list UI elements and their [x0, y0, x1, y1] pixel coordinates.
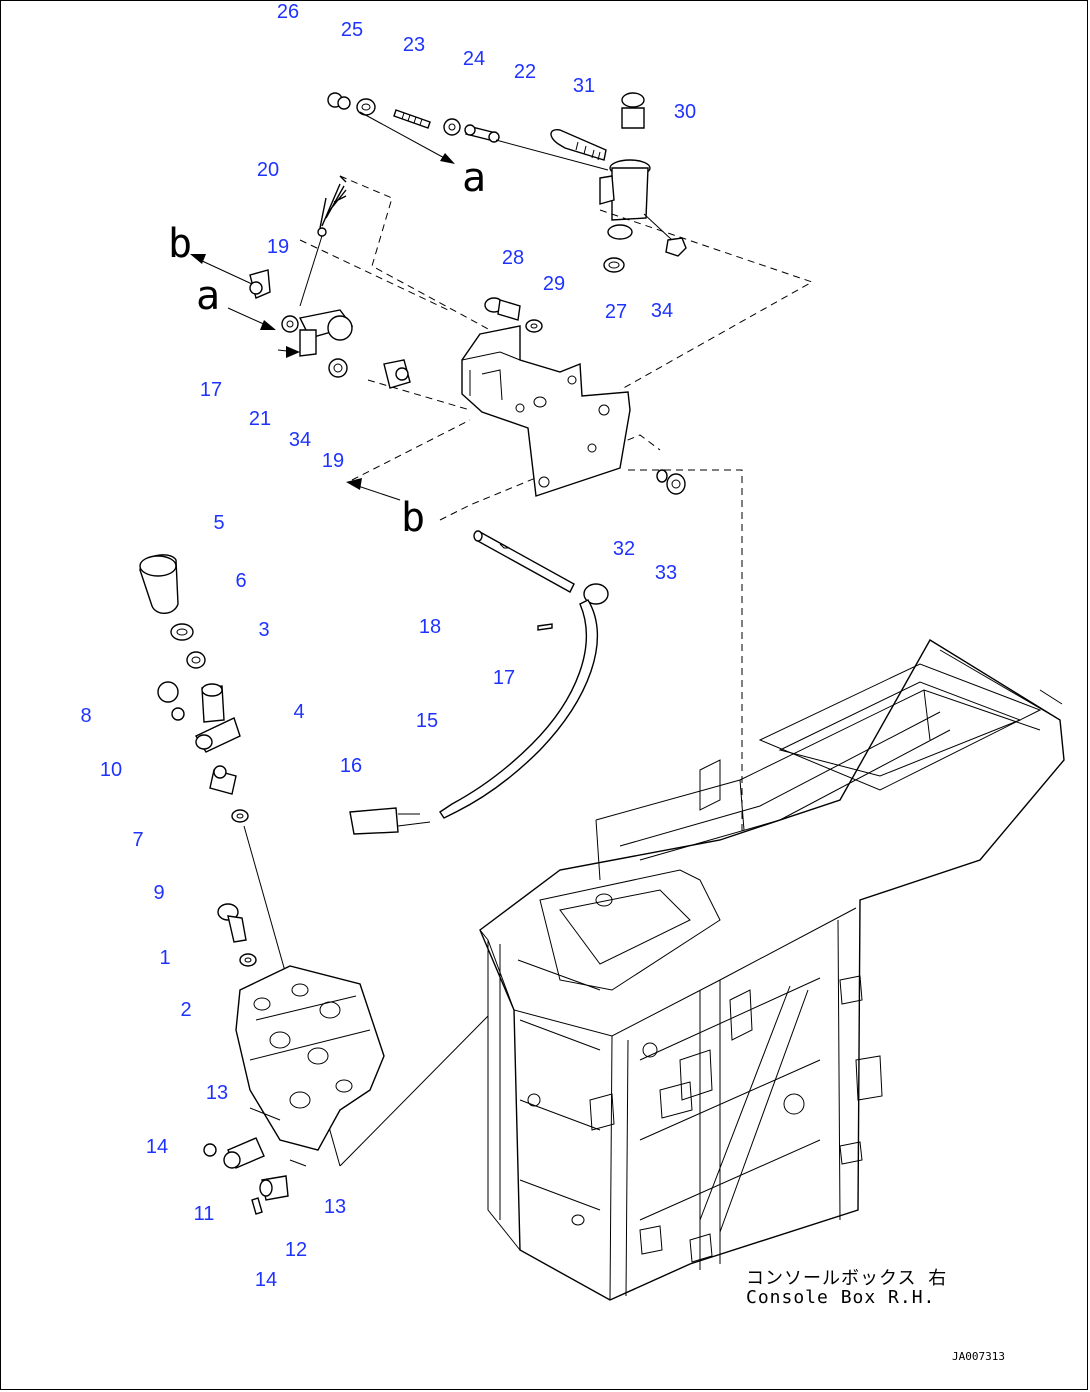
part-23-stud [393, 109, 431, 129]
ref-b-bottom: b [400, 495, 426, 541]
part-26-nut [327, 92, 351, 110]
callout-29: 29 [542, 273, 566, 295]
part-1-bolt [217, 903, 247, 943]
caption-en: Console Box R.H. [746, 1287, 936, 1308]
callout-6: 6 [235, 570, 247, 592]
callout-24: 24 [462, 48, 486, 70]
part-11-sensor [223, 1137, 265, 1169]
callout-34-left: 34 [288, 429, 312, 451]
part-19-clip-upper [249, 269, 271, 299]
part-7-bolt [209, 765, 237, 795]
part-8-cap [157, 681, 179, 703]
callout-14-upper: 14 [145, 1136, 169, 1158]
callout-17-lower: 17 [492, 667, 516, 689]
callout-9: 9 [153, 882, 165, 904]
part-18-shaft [473, 530, 575, 593]
callout-19-lower: 19 [321, 450, 345, 472]
part-2-washer [239, 953, 257, 967]
callout-23: 23 [402, 34, 426, 56]
callout-1: 1 [159, 947, 171, 969]
callout-14-lower: 14 [254, 1269, 278, 1291]
part-14-plug-lower [251, 1197, 263, 1215]
callout-2: 2 [180, 999, 192, 1021]
callout-20: 20 [256, 159, 280, 181]
callout-27: 27 [604, 301, 628, 323]
part-5-grip [139, 554, 179, 614]
callout-21: 21 [248, 408, 272, 430]
ref-b-top: b [167, 221, 193, 267]
part-29-washer [525, 319, 543, 333]
drawing-code: JA007313 [952, 1350, 1005, 1363]
callout-13-upper: 13 [205, 1082, 229, 1104]
callout-19-upper: 19 [266, 236, 290, 258]
part-34-nut-upper [665, 237, 687, 257]
part-4-lever [194, 683, 241, 753]
part-34-nut-left [328, 358, 348, 378]
part-6-collar [170, 623, 194, 641]
ref-a-top: a [461, 155, 487, 201]
callout-25: 25 [340, 19, 364, 41]
callout-17-upper: 17 [199, 379, 223, 401]
part-14-plug-upper [203, 1143, 217, 1157]
callout-28: 28 [501, 247, 525, 269]
part-24-nut [443, 118, 461, 136]
part-10-nut [171, 707, 185, 721]
part-20-spring [299, 175, 347, 307]
callout-34-upper: 34 [650, 300, 674, 322]
part-28-bolt [484, 297, 521, 321]
callout-7: 7 [132, 829, 144, 851]
part-13-oring-upper [249, 1107, 281, 1121]
callout-31: 31 [572, 75, 596, 97]
part-17-pin-lower [537, 623, 553, 631]
callout-11: 11 [193, 1203, 215, 1225]
callout-4: 4 [293, 701, 305, 723]
part-27-bracket [461, 325, 631, 497]
part-22-fitting [464, 124, 500, 143]
part-25-washer [356, 98, 376, 116]
callout-30: 30 [673, 101, 697, 123]
part-30-valve [599, 92, 651, 273]
console-box-rh [479, 639, 1065, 1301]
part-16-knob [349, 807, 431, 835]
part-13-oring-lower [289, 1159, 307, 1167]
caption-jp: コンソールボックス 右 [746, 1268, 948, 1289]
part-9-washer [231, 809, 249, 823]
callout-8: 8 [80, 705, 92, 727]
part-15-rod [439, 583, 609, 819]
callout-22: 22 [513, 61, 537, 83]
part-32-washer [656, 469, 668, 483]
callout-5: 5 [213, 512, 225, 534]
callout-12: 12 [284, 1239, 308, 1261]
part-21-lever-bracket [281, 309, 354, 357]
valve-body [235, 965, 385, 1151]
part-31-hose [550, 129, 607, 161]
callout-10: 10 [99, 759, 123, 781]
part-19-clip-lower [383, 359, 411, 389]
callout-13-lower: 13 [323, 1196, 347, 1218]
ref-a-left: a [195, 273, 221, 319]
part-33-nut [666, 473, 686, 495]
callout-26: 26 [276, 1, 300, 23]
callout-16: 16 [339, 755, 363, 777]
callout-18: 18 [418, 616, 442, 638]
callout-32: 32 [612, 538, 636, 560]
callout-33: 33 [654, 562, 678, 584]
callout-15: 15 [415, 710, 439, 732]
callout-3: 3 [258, 619, 270, 641]
part-12-sensor [259, 1175, 289, 1201]
part-3-nut [186, 651, 206, 669]
